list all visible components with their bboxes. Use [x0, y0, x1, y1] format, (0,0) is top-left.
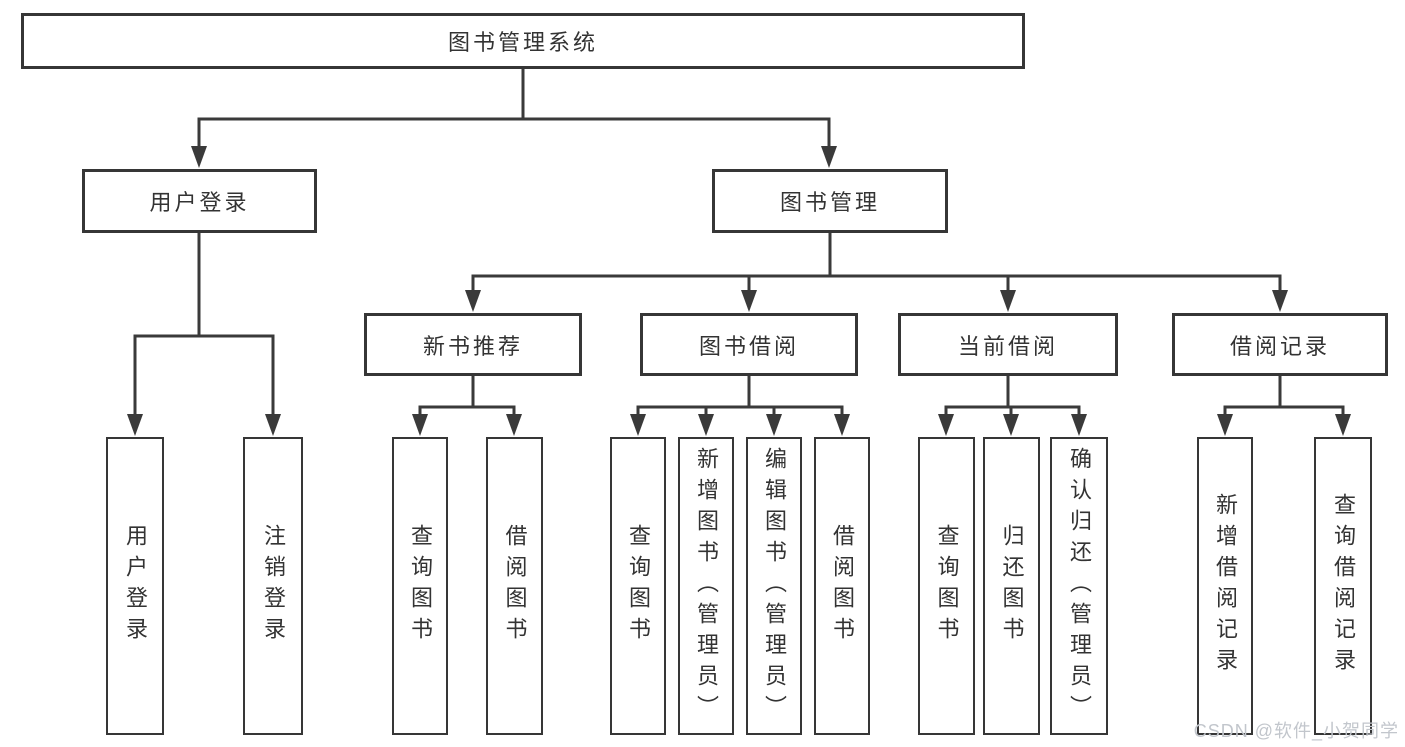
node-label: 借阅记录 — [1229, 333, 1330, 359]
node-label: 查询借阅记录 — [1331, 493, 1356, 679]
node-leaf-add-books-admin: 新增图书（管理员） — [678, 437, 734, 735]
node-leaf-user-login: 用户登录 — [106, 437, 164, 735]
node-label: 图书管理 — [779, 190, 880, 215]
node-label: 借阅图书 — [830, 524, 855, 648]
connector-borrow-records-to-leaves — [1217, 374, 1351, 436]
node-label: 新书推荐 — [422, 333, 523, 359]
node-label: 新增借阅记录 — [1213, 493, 1238, 679]
watermark-csdn: CSDN @软件_小贺同学 — [1193, 721, 1399, 741]
node-label: 新增图书（管理员） — [694, 446, 719, 726]
connector-current-borrow-to-leaves — [938, 374, 1087, 436]
node-book-management: 图书管理 — [712, 169, 948, 233]
node-leaf-query-books-borrow: 查询图书 — [610, 437, 666, 735]
node-library-management-system: 图书管理系统 — [21, 13, 1025, 69]
node-leaf-add-borrow-record: 新增借阅记录 — [1197, 437, 1253, 735]
node-user-login: 用户登录 — [82, 169, 317, 233]
node-borrowing-records: 借阅记录 — [1172, 313, 1388, 376]
node-label: 用户登录 — [149, 190, 250, 215]
connector-new-book-to-leaves — [412, 374, 522, 436]
connector-book-mgmt-to-level3 — [465, 231, 1288, 312]
node-leaf-borrow-books: 借阅图书 — [814, 437, 870, 735]
node-current-borrowing: 当前借阅 — [898, 313, 1118, 376]
node-label: 查询图书 — [408, 524, 433, 648]
node-leaf-query-borrow-record: 查询借阅记录 — [1314, 437, 1372, 735]
node-leaf-query-books-recommend: 查询图书 — [392, 437, 448, 735]
connector-book-borrow-to-leaves — [630, 374, 850, 436]
node-leaf-query-books-current: 查询图书 — [918, 437, 975, 735]
node-label: 归还图书 — [999, 524, 1025, 648]
node-book-borrowing: 图书借阅 — [640, 313, 858, 376]
connector-root-to-level2 — [191, 67, 837, 168]
node-leaf-return-books: 归还图书 — [983, 437, 1040, 735]
connector-user-login-to-leaves — [127, 231, 281, 436]
node-label: 当前借阅 — [957, 333, 1058, 359]
node-leaf-borrow-books-recommend: 借阅图书 — [486, 437, 543, 735]
node-label: 用户登录 — [123, 524, 148, 648]
node-label: 编辑图书（管理员） — [762, 446, 787, 726]
node-label: 注销登录 — [261, 524, 286, 648]
node-label: 图书借阅 — [698, 333, 799, 359]
node-label: 查询图书 — [626, 524, 651, 648]
node-new-book-recommend: 新书推荐 — [364, 313, 582, 376]
node-label: 确认归还（管理员） — [1067, 446, 1092, 726]
node-leaf-confirm-return-admin: 确认归还（管理员） — [1050, 437, 1108, 735]
node-label: 查询图书 — [934, 524, 960, 648]
node-leaf-logout: 注销登录 — [243, 437, 303, 735]
node-label: 借阅图书 — [502, 524, 528, 648]
node-label: 图书管理系统 — [447, 30, 598, 55]
node-leaf-edit-books-admin: 编辑图书（管理员） — [746, 437, 802, 735]
